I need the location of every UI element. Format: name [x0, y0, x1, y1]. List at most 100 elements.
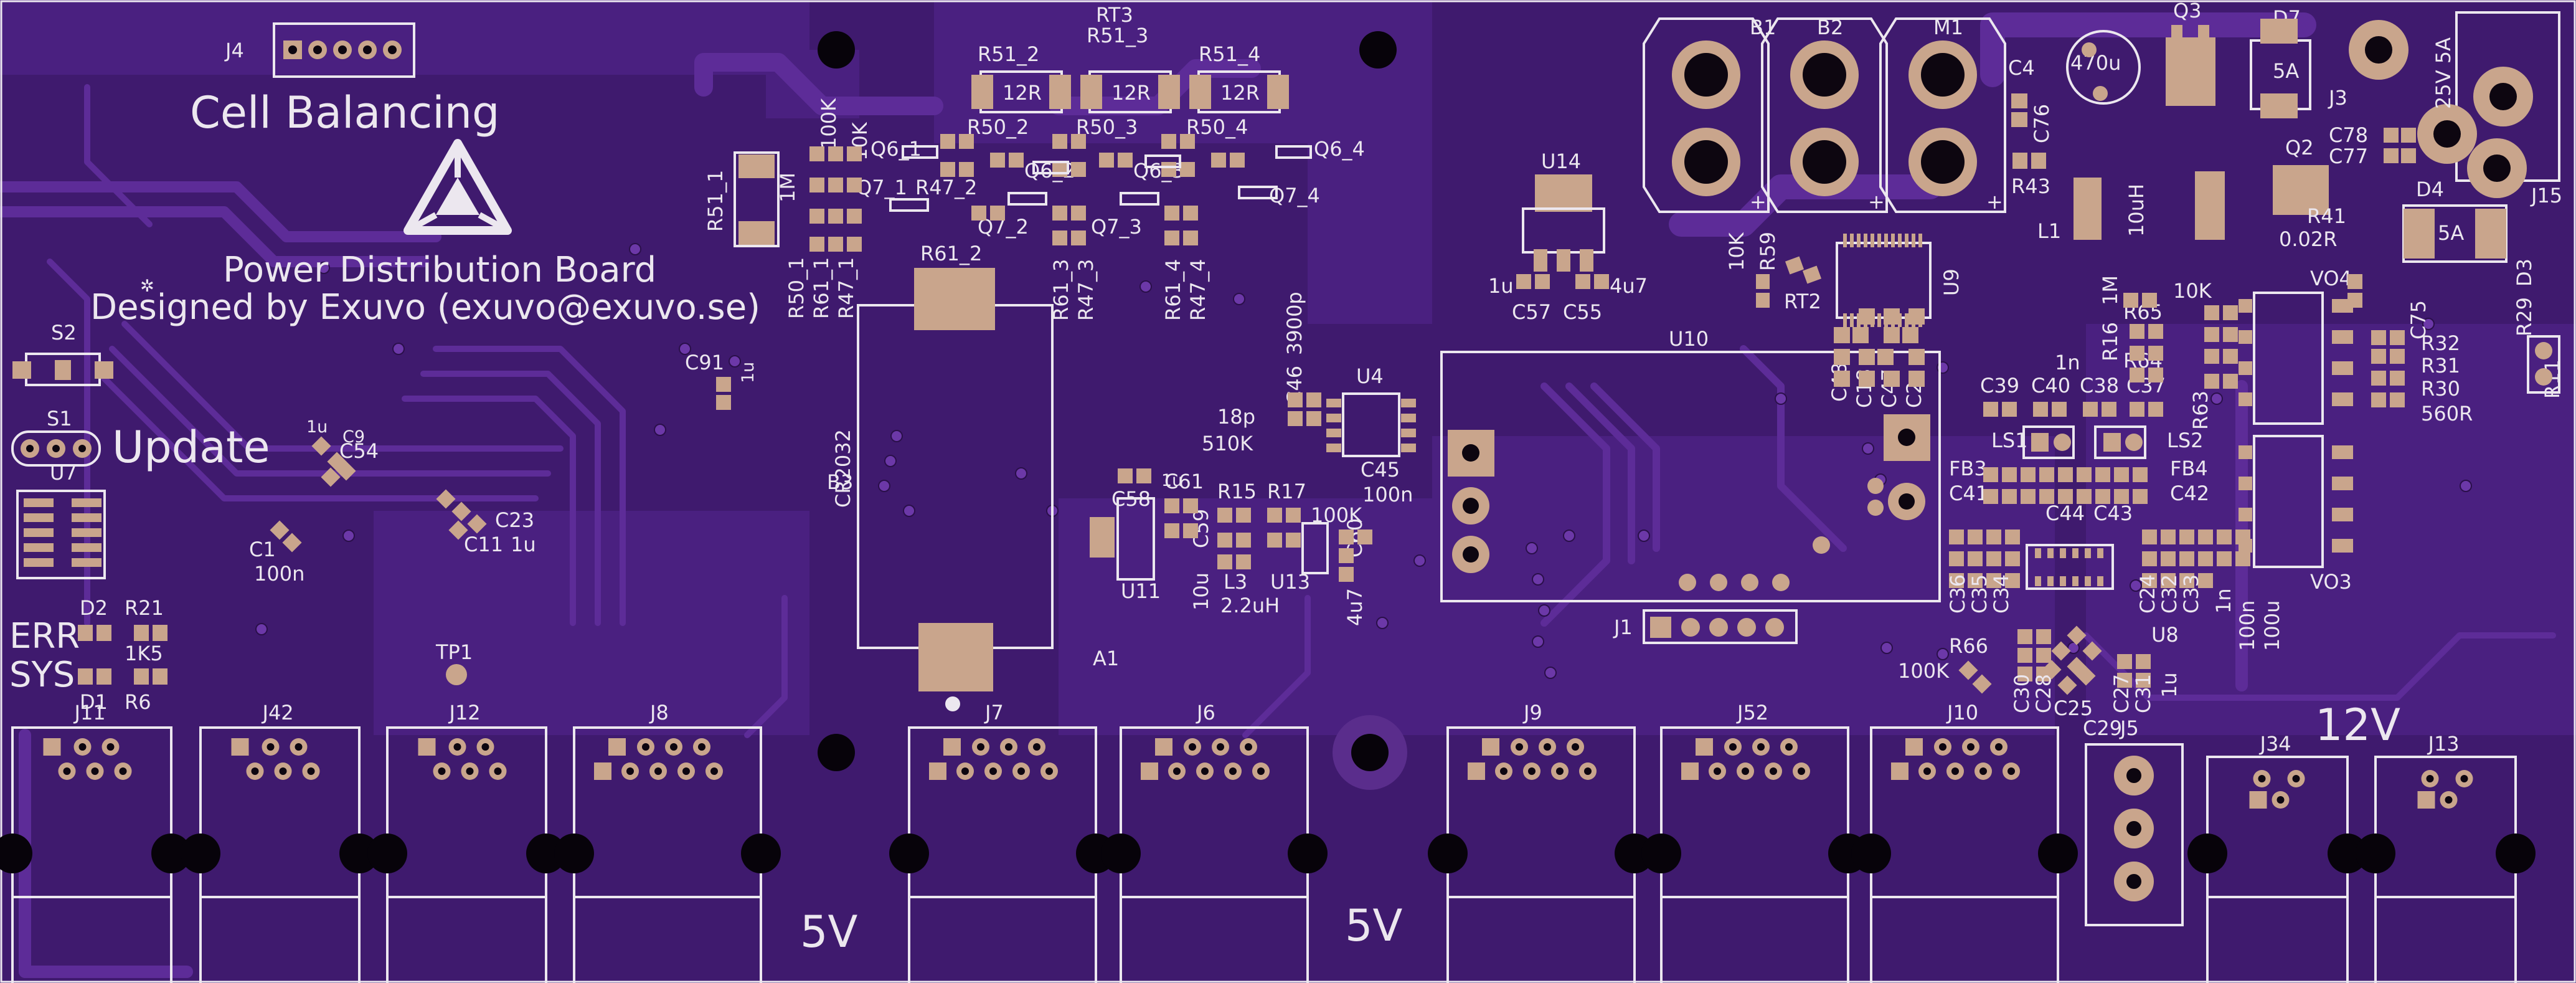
smd-pad: [72, 558, 101, 567]
drill-hole: [1033, 743, 1040, 751]
smd-pad: [2033, 402, 2048, 417]
ref-c23: C23: [495, 508, 534, 532]
smd-pad: [2142, 573, 2157, 588]
drill-hole: [1803, 53, 1846, 97]
smd-pad: [940, 134, 955, 149]
smd-pad: [2130, 368, 2144, 382]
smd-pad: [1183, 206, 1198, 221]
val-r21: 1K5: [125, 642, 163, 665]
smd-pad: [2005, 573, 2020, 588]
smd-pad: [2002, 467, 2017, 482]
smd-pad: [1339, 567, 1354, 582]
smd-pad: [1071, 230, 1086, 245]
smd-pad: [2217, 551, 2232, 566]
drill-hole: [642, 743, 649, 751]
smd-pad: [2072, 548, 2078, 558]
ref-c33: C33: [2179, 574, 2203, 614]
smd-pad: [2142, 293, 2157, 308]
smd-pad: [1843, 313, 1847, 327]
val-c31: 1u: [2158, 672, 2181, 698]
connector-peg: [181, 833, 220, 873]
ref-r51-1: R51_1: [704, 170, 727, 232]
ref-u8: U8: [2151, 623, 2179, 647]
smd-pad: [1118, 468, 1133, 483]
ref-c28: C28: [2032, 674, 2055, 713]
smd-pad: [1118, 153, 1133, 168]
smd-pad: [1696, 738, 1713, 756]
smd-pad: [2097, 548, 2103, 558]
drill-hole: [1921, 53, 1965, 97]
smd-pad: [1183, 230, 1198, 245]
designer-credit: Designed by Exuvo (exuvo@exuvo.se): [90, 287, 760, 328]
smd-pad: [2035, 548, 2041, 558]
smd-pad: [2179, 551, 2194, 566]
ref-u14: U14: [1541, 150, 1581, 173]
ref-r47-1: R47_1: [834, 257, 858, 319]
connector-ref: J9: [1522, 701, 1542, 724]
ref-r50-4: R50_4: [1186, 115, 1248, 139]
drill-hole: [481, 743, 489, 751]
smd-pad: [1905, 234, 1908, 247]
connector-outline: [1879, 17, 2006, 213]
smd-pad: [1155, 738, 1172, 756]
smd-pad: [809, 237, 824, 252]
drill-hole: [466, 767, 474, 775]
val-c46: 3900p: [1283, 292, 1306, 355]
val-r59: 10K: [1725, 232, 1748, 271]
smd-pad: [2117, 673, 2132, 688]
smd-pad: [2148, 324, 2163, 339]
smd-pad: [1884, 308, 1900, 325]
ref-c36: C36: [1946, 574, 1970, 614]
drill-hole: [989, 767, 997, 775]
smd-pad: [2114, 467, 2129, 482]
ref-r47-4: R47_4: [1186, 259, 1210, 321]
smd-pad: [1049, 75, 1071, 109]
val-100u-b: 100u: [2260, 601, 2284, 651]
ref-b1: B1: [1750, 16, 1776, 39]
smd-pad: [2039, 467, 2054, 482]
regulator-block: C46 3900p 18p 510K C58 C61 1u R15 R17 10…: [1090, 292, 1416, 626]
smd-pad: [1267, 533, 1282, 548]
drill-hole: [63, 767, 71, 775]
ref-q2: Q2: [2285, 136, 2314, 159]
ref-c77: C77: [2329, 145, 2368, 168]
smd-pad: [2347, 274, 2362, 289]
val-c60: 4u7: [1343, 588, 1367, 626]
smd-pad: [1968, 551, 1983, 566]
drill-hole: [1979, 767, 1987, 775]
connector-peg: [1851, 833, 1891, 873]
drill-hole: [1528, 767, 1536, 775]
transistor-outline: [1032, 161, 1069, 174]
smd-pad: [43, 738, 61, 756]
ref-r50-1: R50_1: [785, 257, 808, 319]
smd-pad: [828, 146, 843, 161]
smd-pad: [231, 738, 249, 756]
ref-d4: D4: [2416, 178, 2444, 201]
val-c11: 1u: [511, 533, 536, 556]
smd-pad: [2002, 489, 2017, 504]
drill-hole: [313, 45, 322, 54]
ref-u9: U9: [1940, 268, 1963, 296]
smd-pad: [2017, 629, 2032, 644]
smd-pad: [2130, 402, 2144, 417]
smd-pad: [1306, 392, 1321, 407]
smd-pad: [1236, 554, 1251, 569]
smd-pad: [1864, 234, 1867, 247]
smd-pad: [594, 762, 611, 780]
drill-hole: [1229, 767, 1237, 775]
smd-pad: [1099, 153, 1114, 168]
ref-r51-2: R51_2: [978, 42, 1039, 66]
connector-ref: J42: [262, 701, 294, 724]
connector-ref: J52: [1736, 701, 1768, 724]
ref-r51-4: R51_4: [1199, 42, 1260, 66]
smd-pad: [940, 162, 955, 177]
smd-pad: [2239, 508, 2252, 521]
ref-d1: D1: [80, 690, 108, 714]
smd-pad: [2077, 489, 2092, 504]
smd-pad: [1905, 313, 1908, 327]
smd-pad: [2067, 625, 2087, 645]
smd-pad: [809, 146, 824, 161]
smd-pad: [1908, 308, 1925, 325]
